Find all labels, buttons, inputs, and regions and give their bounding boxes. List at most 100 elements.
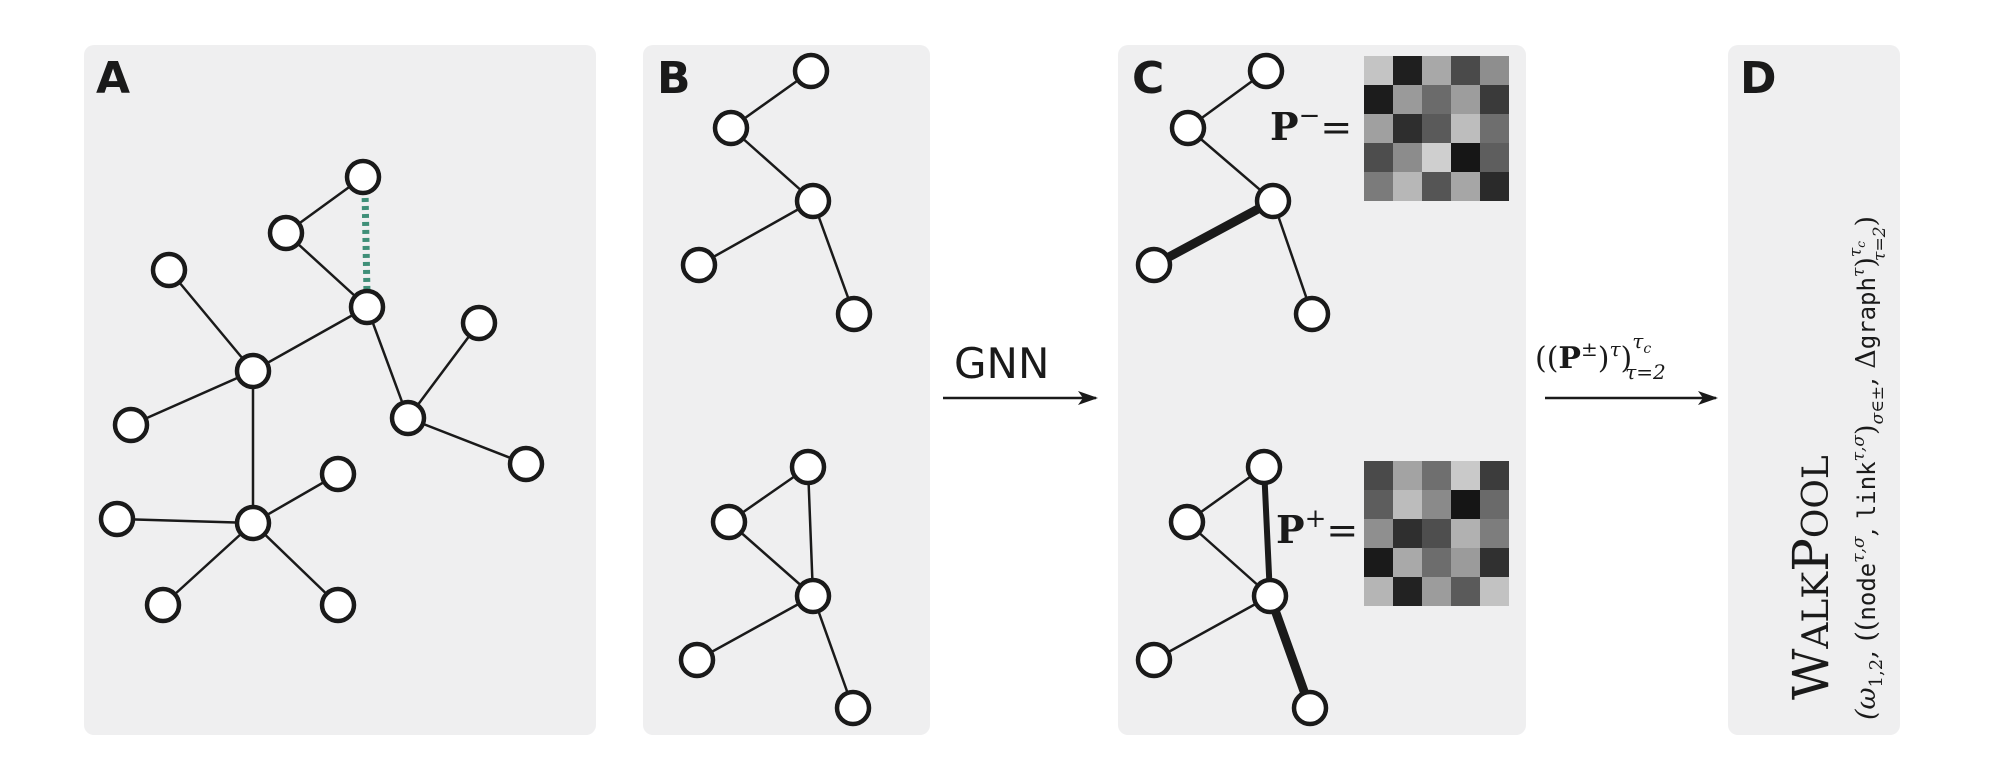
panel-d-label: D: [1740, 53, 1777, 104]
matrix-cell: [1480, 577, 1509, 606]
matrix-cell: [1422, 172, 1451, 201]
graph-edge: [811, 594, 855, 710]
graph-a-nodes: [98, 158, 545, 624]
matrix-cell: [1451, 56, 1480, 85]
matrix-cell: [1451, 548, 1480, 577]
matrix-cell: [1393, 519, 1422, 548]
matrix-cell: [1364, 172, 1393, 201]
graph-node: [1168, 503, 1206, 541]
matrix-cell: [1480, 548, 1509, 577]
matrix-cell: [1451, 519, 1480, 548]
gnn-label: GNN: [954, 339, 1049, 388]
p-minus-matrix: [1364, 56, 1509, 201]
graph-node: [1254, 182, 1292, 220]
graph-node: [344, 158, 382, 196]
subgraph-b-top: [680, 52, 873, 333]
matrix-cell: [1451, 143, 1480, 172]
graph-node: [794, 577, 832, 615]
walkpool-title-group: WALKPOOL: [1782, 455, 1840, 700]
graph-node: [794, 182, 832, 220]
graph-edge: [1152, 594, 1272, 662]
panel-a: A: [84, 45, 596, 735]
graph-edge: [406, 416, 528, 466]
graph-edge: [695, 594, 815, 662]
graph-edge: [1271, 199, 1314, 316]
graph-node: [234, 352, 272, 390]
matrix-cell: [1480, 490, 1509, 519]
walkpool-title: WALKPOOL: [1782, 455, 1840, 700]
graph-node: [460, 304, 498, 342]
matrix-cell: [1422, 143, 1451, 172]
graph-node: [1135, 246, 1173, 284]
graph-edge: [251, 521, 340, 607]
graph-edge: [806, 465, 815, 598]
graph-node: [112, 406, 150, 444]
graph-node: [834, 689, 872, 727]
graph-node: [319, 586, 357, 624]
matrix-cell: [1393, 577, 1422, 606]
matrix-cell: [1393, 114, 1422, 143]
p-plus-matrix: [1364, 461, 1509, 606]
p-plus-label: P+=: [1276, 504, 1358, 552]
graph-edge: [365, 305, 410, 420]
graph-node: [98, 500, 136, 538]
matrix-cell: [1364, 548, 1393, 577]
graph-edge: [129, 369, 255, 427]
subgraph-c-top: [1135, 52, 1331, 333]
graph-node: [389, 399, 427, 437]
matrix-cell: [1422, 577, 1451, 606]
graph-node: [1135, 641, 1173, 679]
matrix-cell: [1364, 114, 1393, 143]
matrix-cell: [1364, 519, 1393, 548]
panel-a-background: [84, 45, 596, 735]
matrix-cell: [1364, 56, 1393, 85]
graph-edge: [115, 517, 255, 525]
panel-c: C P−=: [1118, 45, 1526, 735]
matrix-cell: [1451, 461, 1480, 490]
matrix-cell: [1451, 577, 1480, 606]
panel-d-background: [1728, 45, 1900, 735]
graph-edge: [167, 268, 255, 373]
matrix-cell: [1393, 85, 1422, 114]
graph-node: [507, 445, 545, 483]
graph-edge: [284, 231, 369, 309]
graph-node: [144, 586, 182, 624]
matrix-cell: [1393, 172, 1422, 201]
matrix-cell: [1451, 172, 1480, 201]
graph-node: [1247, 52, 1285, 90]
panel-d: D WALKPOOL (ω1,2, ((nodeτ,σ, linkτ,σ)σ∈±…: [1728, 45, 1900, 735]
graph-node: [712, 109, 750, 147]
graph-edge: [727, 520, 815, 598]
graph-edge: [1185, 520, 1272, 598]
matrix-cell: [1480, 114, 1509, 143]
graph-node: [1169, 109, 1207, 147]
highlighted-edge: [1149, 196, 1278, 270]
walkpool-formula-group: (ω1,2, ((nodeτ,σ, linkτ,σ)σ∈±, Δgraphτ)τ…: [1846, 216, 1890, 720]
graph-edge: [1186, 126, 1275, 203]
panel-a-label: A: [96, 53, 130, 104]
matrix-cell: [1364, 85, 1393, 114]
matrix-cell: [1422, 56, 1451, 85]
panel-b: B: [643, 45, 930, 735]
matrix-cell: [1422, 490, 1451, 519]
graph-node: [789, 448, 827, 486]
matrix-cell: [1364, 577, 1393, 606]
matrix-cell: [1480, 143, 1509, 172]
matrix-cell: [1480, 519, 1509, 548]
matrix-cell: [1393, 548, 1422, 577]
graph-node: [234, 504, 272, 542]
matrix-cell: [1393, 143, 1422, 172]
graph-edge: [161, 521, 255, 607]
matrix-cell: [1364, 490, 1393, 519]
graph-edge: [251, 305, 369, 373]
matrix-cell: [1480, 85, 1509, 114]
graph-node: [680, 246, 718, 284]
graph-node: [150, 251, 188, 289]
subgraph-b-bottom: [678, 448, 872, 727]
matrix-cell: [1480, 172, 1509, 201]
graph-node: [1251, 577, 1289, 615]
graph-node: [835, 295, 873, 333]
